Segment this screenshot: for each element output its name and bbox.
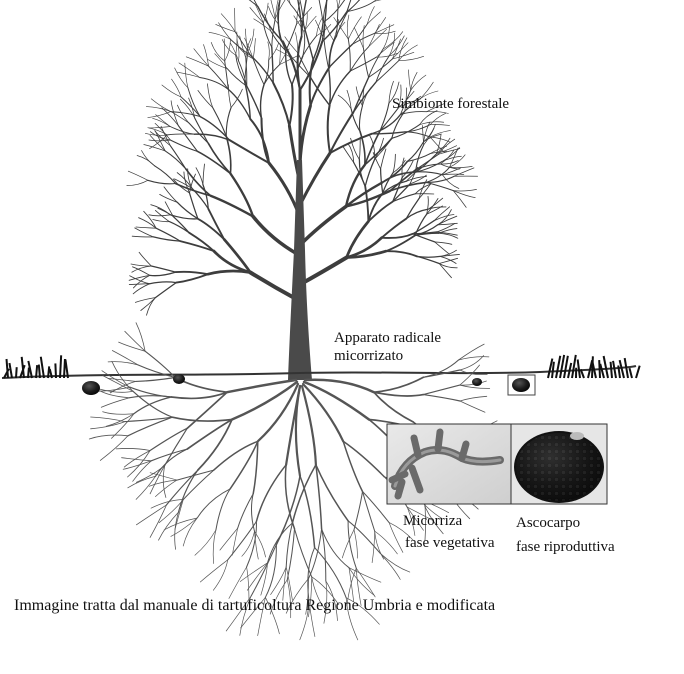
ground-line (1, 365, 637, 379)
mycorrhiza-phase-label: fase vegetativa (405, 535, 495, 551)
mycorrhiza-inset (386, 423, 512, 505)
grass-right (547, 354, 641, 379)
tree-trunk (288, 160, 312, 380)
soil-truffle (472, 378, 482, 386)
truffle-highlight-box (507, 374, 536, 396)
root-system-label-line2: micorrizato (334, 348, 404, 364)
soil-truffle (82, 381, 100, 395)
root-system-label: Apparato radicale (334, 330, 442, 346)
mycorrhiza-label: Micorriza (403, 513, 463, 529)
figure-caption: Immagine tratta dal manuale di tartufico… (14, 597, 496, 614)
soil-truffle (173, 374, 185, 384)
ascocarp-label: Ascocarpo (516, 515, 581, 531)
tree-canopy (126, 0, 478, 316)
soil-truffle (512, 378, 530, 392)
ascocarp-phase-label: fase riproduttiva (516, 539, 615, 555)
grass-left (3, 355, 69, 379)
symbiont-label: Simbionte forestale (392, 96, 510, 112)
ascocarp-inset (510, 423, 608, 505)
